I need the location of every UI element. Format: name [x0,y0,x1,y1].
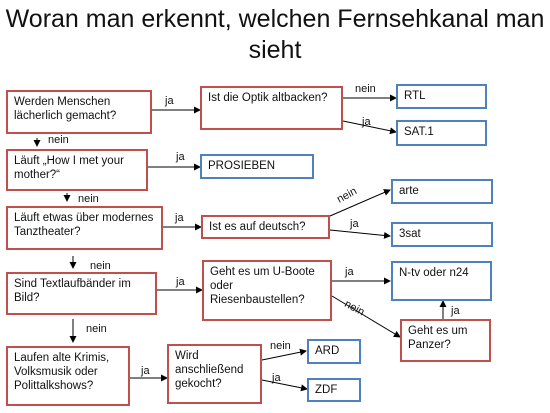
node-q10: Wird anschließend gekocht? [167,344,262,404]
node-arte: arte [391,179,493,204]
label-q9-q10: ja [141,365,150,377]
arrow-q10-ard [261,348,307,361]
label-q1-q3: nein [48,134,69,146]
label-q6-q7: ja [176,276,185,288]
node-q6: Sind Textlaufbänder im Bild? [6,272,157,315]
label-q4-q6: nein [90,260,111,272]
node-q9: Laufen alte Krimis, Volksmusik oder Poli… [6,346,130,406]
arrow-q10-zdf [261,379,308,392]
arrow-q2-sat1 [342,120,397,135]
node-q5: Ist es auf deutsch? [201,215,330,239]
node-q1: Werden Menschen lächerlich gemacht? [6,90,152,134]
node-q3: Läuft „How I met your mother?“ [6,149,148,191]
node-ard: ARD [307,339,361,364]
label-q10-ard: nein [270,340,291,352]
node-sat1: SAT.1 [396,120,487,146]
label-q10-zdf: ja [272,372,281,384]
label-q7-ntv: ja [345,266,354,278]
label-q4-q5: ja [175,212,184,224]
arrow-q7-q8 [331,295,401,338]
page-title: Woran man erkennt, welchen Fernsehkanal … [5,5,545,64]
label-q2-sat1: ja [362,116,371,128]
node-rtl: RTL [396,84,487,109]
node-q4: Läuft etwas über modernes Tanztheater? [6,206,163,250]
node-zdf: ZDF [307,378,361,402]
label-q5-3sat: ja [350,218,359,230]
label-q3-prosieben: ja [176,151,185,163]
label-q8-ntv: ja [451,305,460,317]
node-3sat: 3sat [391,222,493,247]
label-q3-q4: nein [78,193,99,205]
node-q2: Ist die Optik altbacken? [200,86,343,130]
node-ntv: N-tv oder n24 [391,261,492,301]
node-q7: Geht es um U-Boote oder Riesenbaustellen… [202,260,332,321]
node-q8: Geht es um Panzer? [400,319,491,362]
arrow-q5-arte [329,189,391,217]
label-q6-q9: nein [86,323,107,335]
label-q2-rtl: nein [355,83,376,95]
arrow-q5-3sat [329,229,391,239]
label-q1-q2: ja [165,95,174,107]
node-prosieben: PROSIEBEN [200,154,314,179]
